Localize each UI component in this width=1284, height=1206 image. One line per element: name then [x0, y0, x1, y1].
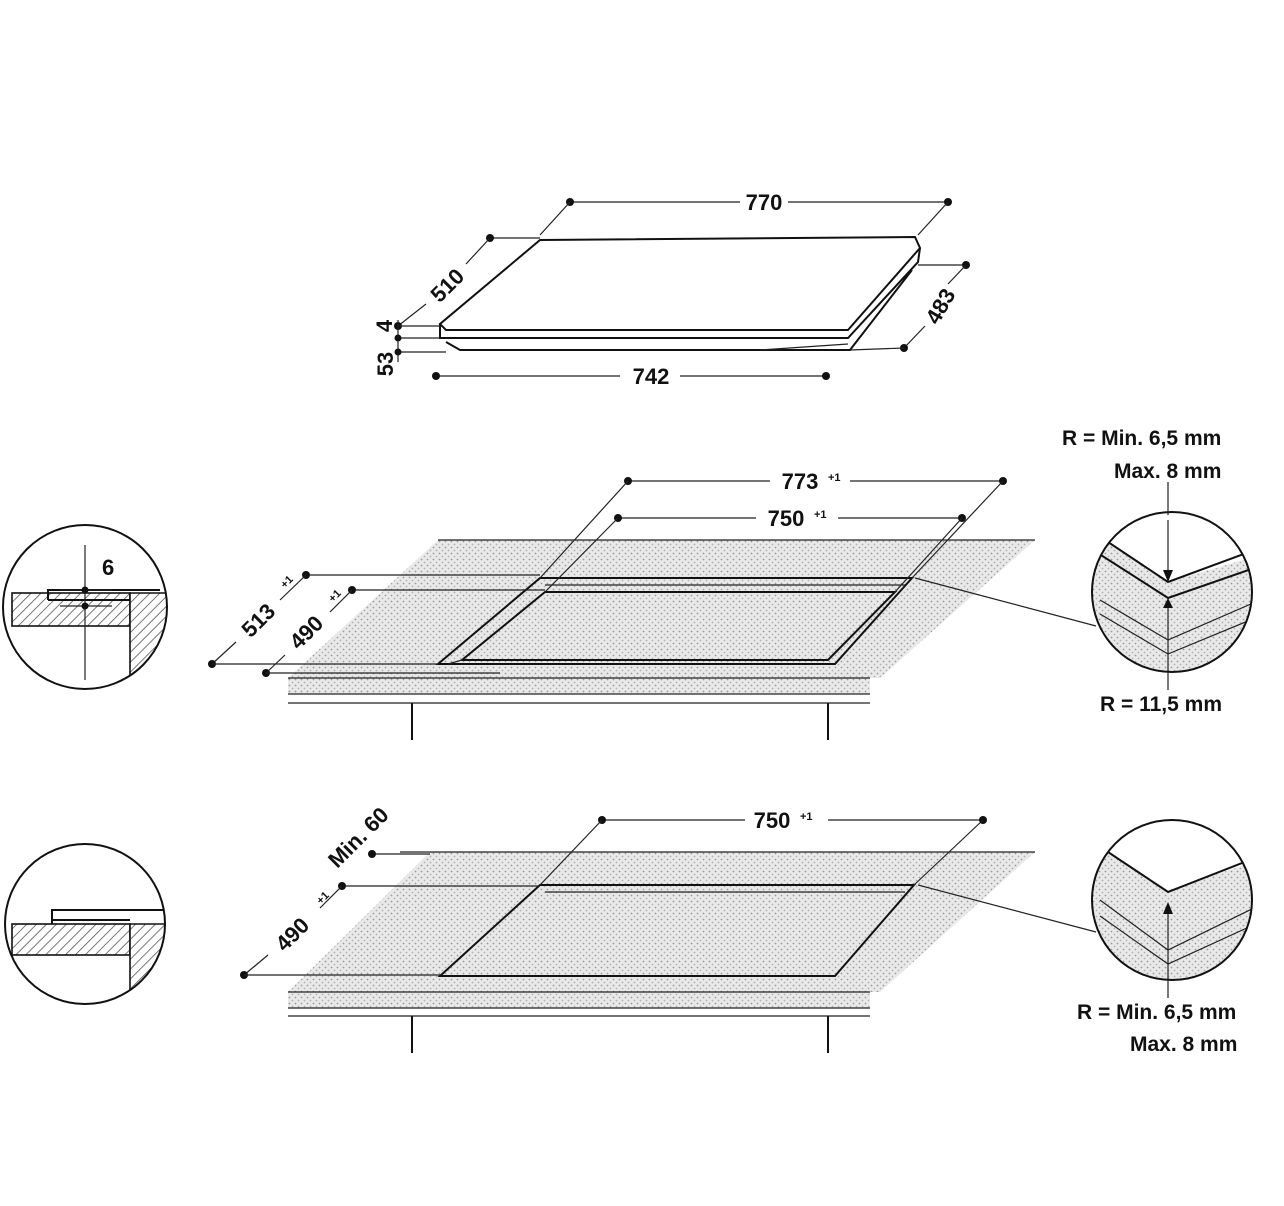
hob-glass-top — [438, 235, 922, 331]
dim-750-flush: 750 — [768, 506, 805, 531]
dim-53: 53 — [373, 352, 398, 376]
dim-742: 742 — [633, 364, 670, 389]
rebate-cutout — [435, 577, 915, 665]
dim-750-surface: 750 — [754, 808, 791, 833]
dim-513-tol: +1 — [278, 574, 295, 591]
surface-radius-detail: R = Min. 6,5 mm Max. 8 mm — [917, 819, 1253, 1056]
dim-490-surface: 490 — [271, 913, 315, 957]
flush-section-detail: 6 — [2, 524, 168, 690]
dim-4: 4 — [372, 319, 397, 332]
dim-513: 513 — [237, 599, 281, 643]
dim-490-flush-tol: +1 — [326, 588, 343, 605]
dim-510: 510 — [426, 264, 470, 308]
radius-surface-line2: Max. 8 mm — [1130, 1033, 1237, 1056]
dim-490-surface-tol: +1 — [314, 890, 331, 907]
inner-cutout — [459, 591, 898, 661]
flush-radius-detail: R = Min. 6,5 mm Max. 8 mm R = 11,5 mm — [914, 427, 1253, 716]
hob-dimension-view: 770 510 4 53 742 483 — [372, 190, 970, 389]
surface-mount-view: 750 +1 Min. 60 490 +1 — [4, 802, 1253, 1056]
radius-flush-top-line2: Max. 8 mm — [1114, 460, 1221, 483]
dim-750-surface-tol: +1 — [800, 811, 813, 823]
dim-770: 770 — [746, 190, 783, 215]
surface-section-detail — [4, 843, 166, 1005]
dim-6: 6 — [102, 555, 114, 580]
worktop-surface — [288, 852, 1035, 992]
radius-flush-top-line1: R = Min. 6,5 mm — [1062, 427, 1221, 450]
dim-773-tol: +1 — [828, 472, 841, 484]
dim-750-flush-tol: +1 — [814, 509, 827, 521]
dim-min-60: Min. 60 — [323, 802, 393, 872]
radius-flush-bottom: R = 11,5 mm — [1100, 693, 1222, 716]
dim-773: 773 — [782, 469, 819, 494]
dim-483: 483 — [920, 284, 960, 328]
flush-mount-view: 773 +1 750 +1 513 +1 490 +1 — [2, 427, 1253, 740]
radius-surface-line1: R = Min. 6,5 mm — [1077, 1001, 1236, 1024]
surface-cutout — [437, 884, 917, 977]
